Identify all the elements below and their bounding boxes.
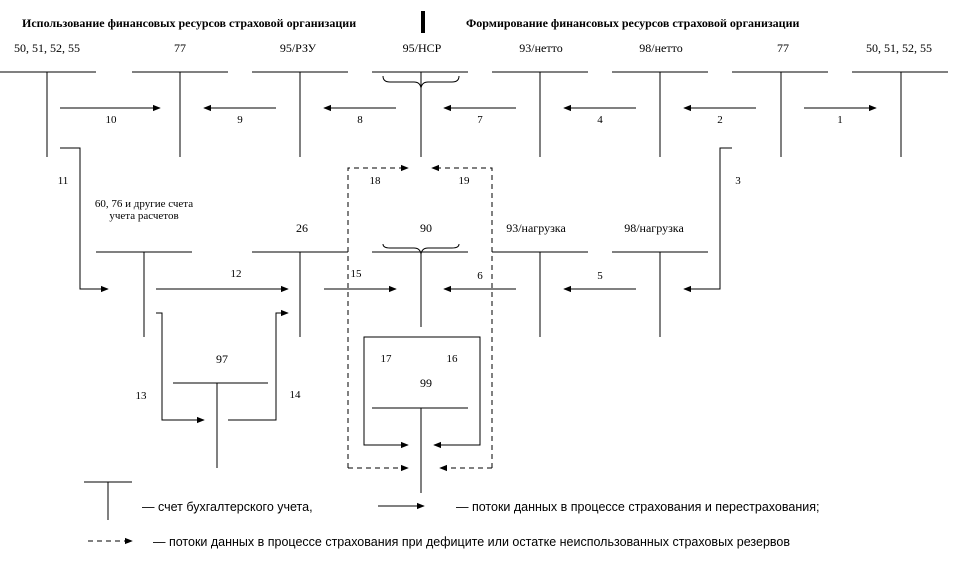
arrow-16 (420, 336, 481, 449)
t-account-98nagr (612, 251, 708, 337)
label-50-right: 50, 51, 52, 55 (866, 41, 932, 55)
t-account-93nagr (492, 251, 588, 337)
t-account-95rzu (252, 71, 348, 157)
arrow-19 (431, 164, 493, 468)
label-95nsr: 95/НСР (402, 41, 442, 55)
t-account-50-left (0, 71, 96, 157)
flow-num-18: 18 (369, 175, 381, 187)
t-account-99 (372, 407, 468, 493)
legend-dashed-text: — потоки данных в процессе страхования п… (153, 535, 790, 549)
header-left: Использование финансовых ресурсов страхо… (22, 16, 357, 30)
t-account-26 (252, 251, 348, 337)
label-99: 99 (420, 376, 432, 390)
flow-num-5: 5 (597, 270, 603, 282)
t-account-77-left (132, 71, 228, 157)
flow-num-7: 7 (477, 114, 483, 126)
label-95rzu: 95/РЗУ (279, 41, 317, 55)
arrow-17 (363, 336, 420, 449)
flow-num-16: 16 (446, 353, 458, 365)
flow-num-12: 12 (230, 268, 242, 280)
flow-num-1: 1 (837, 114, 843, 126)
label-93nagr: 93/нагрузка (506, 221, 566, 235)
brace-90 (382, 243, 460, 255)
arrow-14 (228, 309, 289, 421)
brace-95nsr (382, 75, 460, 89)
label-50-left: 50, 51, 52, 55 (14, 41, 80, 55)
flow-num-15: 15 (350, 268, 362, 280)
t-account-93netto (492, 71, 588, 157)
arrow-13 (156, 312, 205, 424)
flow-num-4: 4 (597, 114, 603, 126)
flow-num-8: 8 (357, 114, 363, 126)
label-77-left: 77 (174, 41, 186, 55)
flow-num-13: 13 (135, 390, 147, 402)
arrow-11 (60, 147, 109, 293)
flow-num-14: 14 (289, 389, 301, 401)
flow-num-6: 6 (477, 270, 483, 282)
flow-num-19: 19 (458, 175, 470, 187)
label-93netto: 93/нетто (519, 41, 563, 55)
t-account-77-right (732, 71, 828, 157)
flow-num-17: 17 (380, 353, 392, 365)
legend-t-symbol (84, 481, 132, 520)
legend-account-text: — счет бухгалтерского учета, (142, 500, 313, 514)
arrow-18 (347, 164, 409, 468)
flow-num-2: 2 (717, 114, 723, 126)
legend-solid-text: — потоки данных в процессе страхования и… (456, 500, 820, 514)
label-97: 97 (216, 352, 228, 366)
arrow-3 (683, 147, 732, 293)
t-account-60 (96, 251, 192, 337)
t-account-50-right (852, 71, 948, 157)
flow-num-9: 9 (237, 114, 243, 126)
header-right: Формирование финансовых ресурсов страхов… (466, 16, 800, 30)
flow-num-3: 3 (735, 175, 741, 187)
label-60: 60, 76 и другие счета учета расчетов (94, 198, 194, 222)
flow-num-10: 10 (105, 114, 117, 126)
label-98netto: 98/нетто (639, 41, 683, 55)
t-account-97 (173, 382, 268, 468)
label-77-right: 77 (777, 41, 789, 55)
flow-num-11: 11 (57, 175, 69, 187)
header-divider (421, 11, 425, 33)
label-26: 26 (296, 221, 308, 235)
t-account-98netto (612, 71, 708, 157)
label-90: 90 (420, 221, 432, 235)
label-98nagr: 98/нагрузка (624, 221, 684, 235)
